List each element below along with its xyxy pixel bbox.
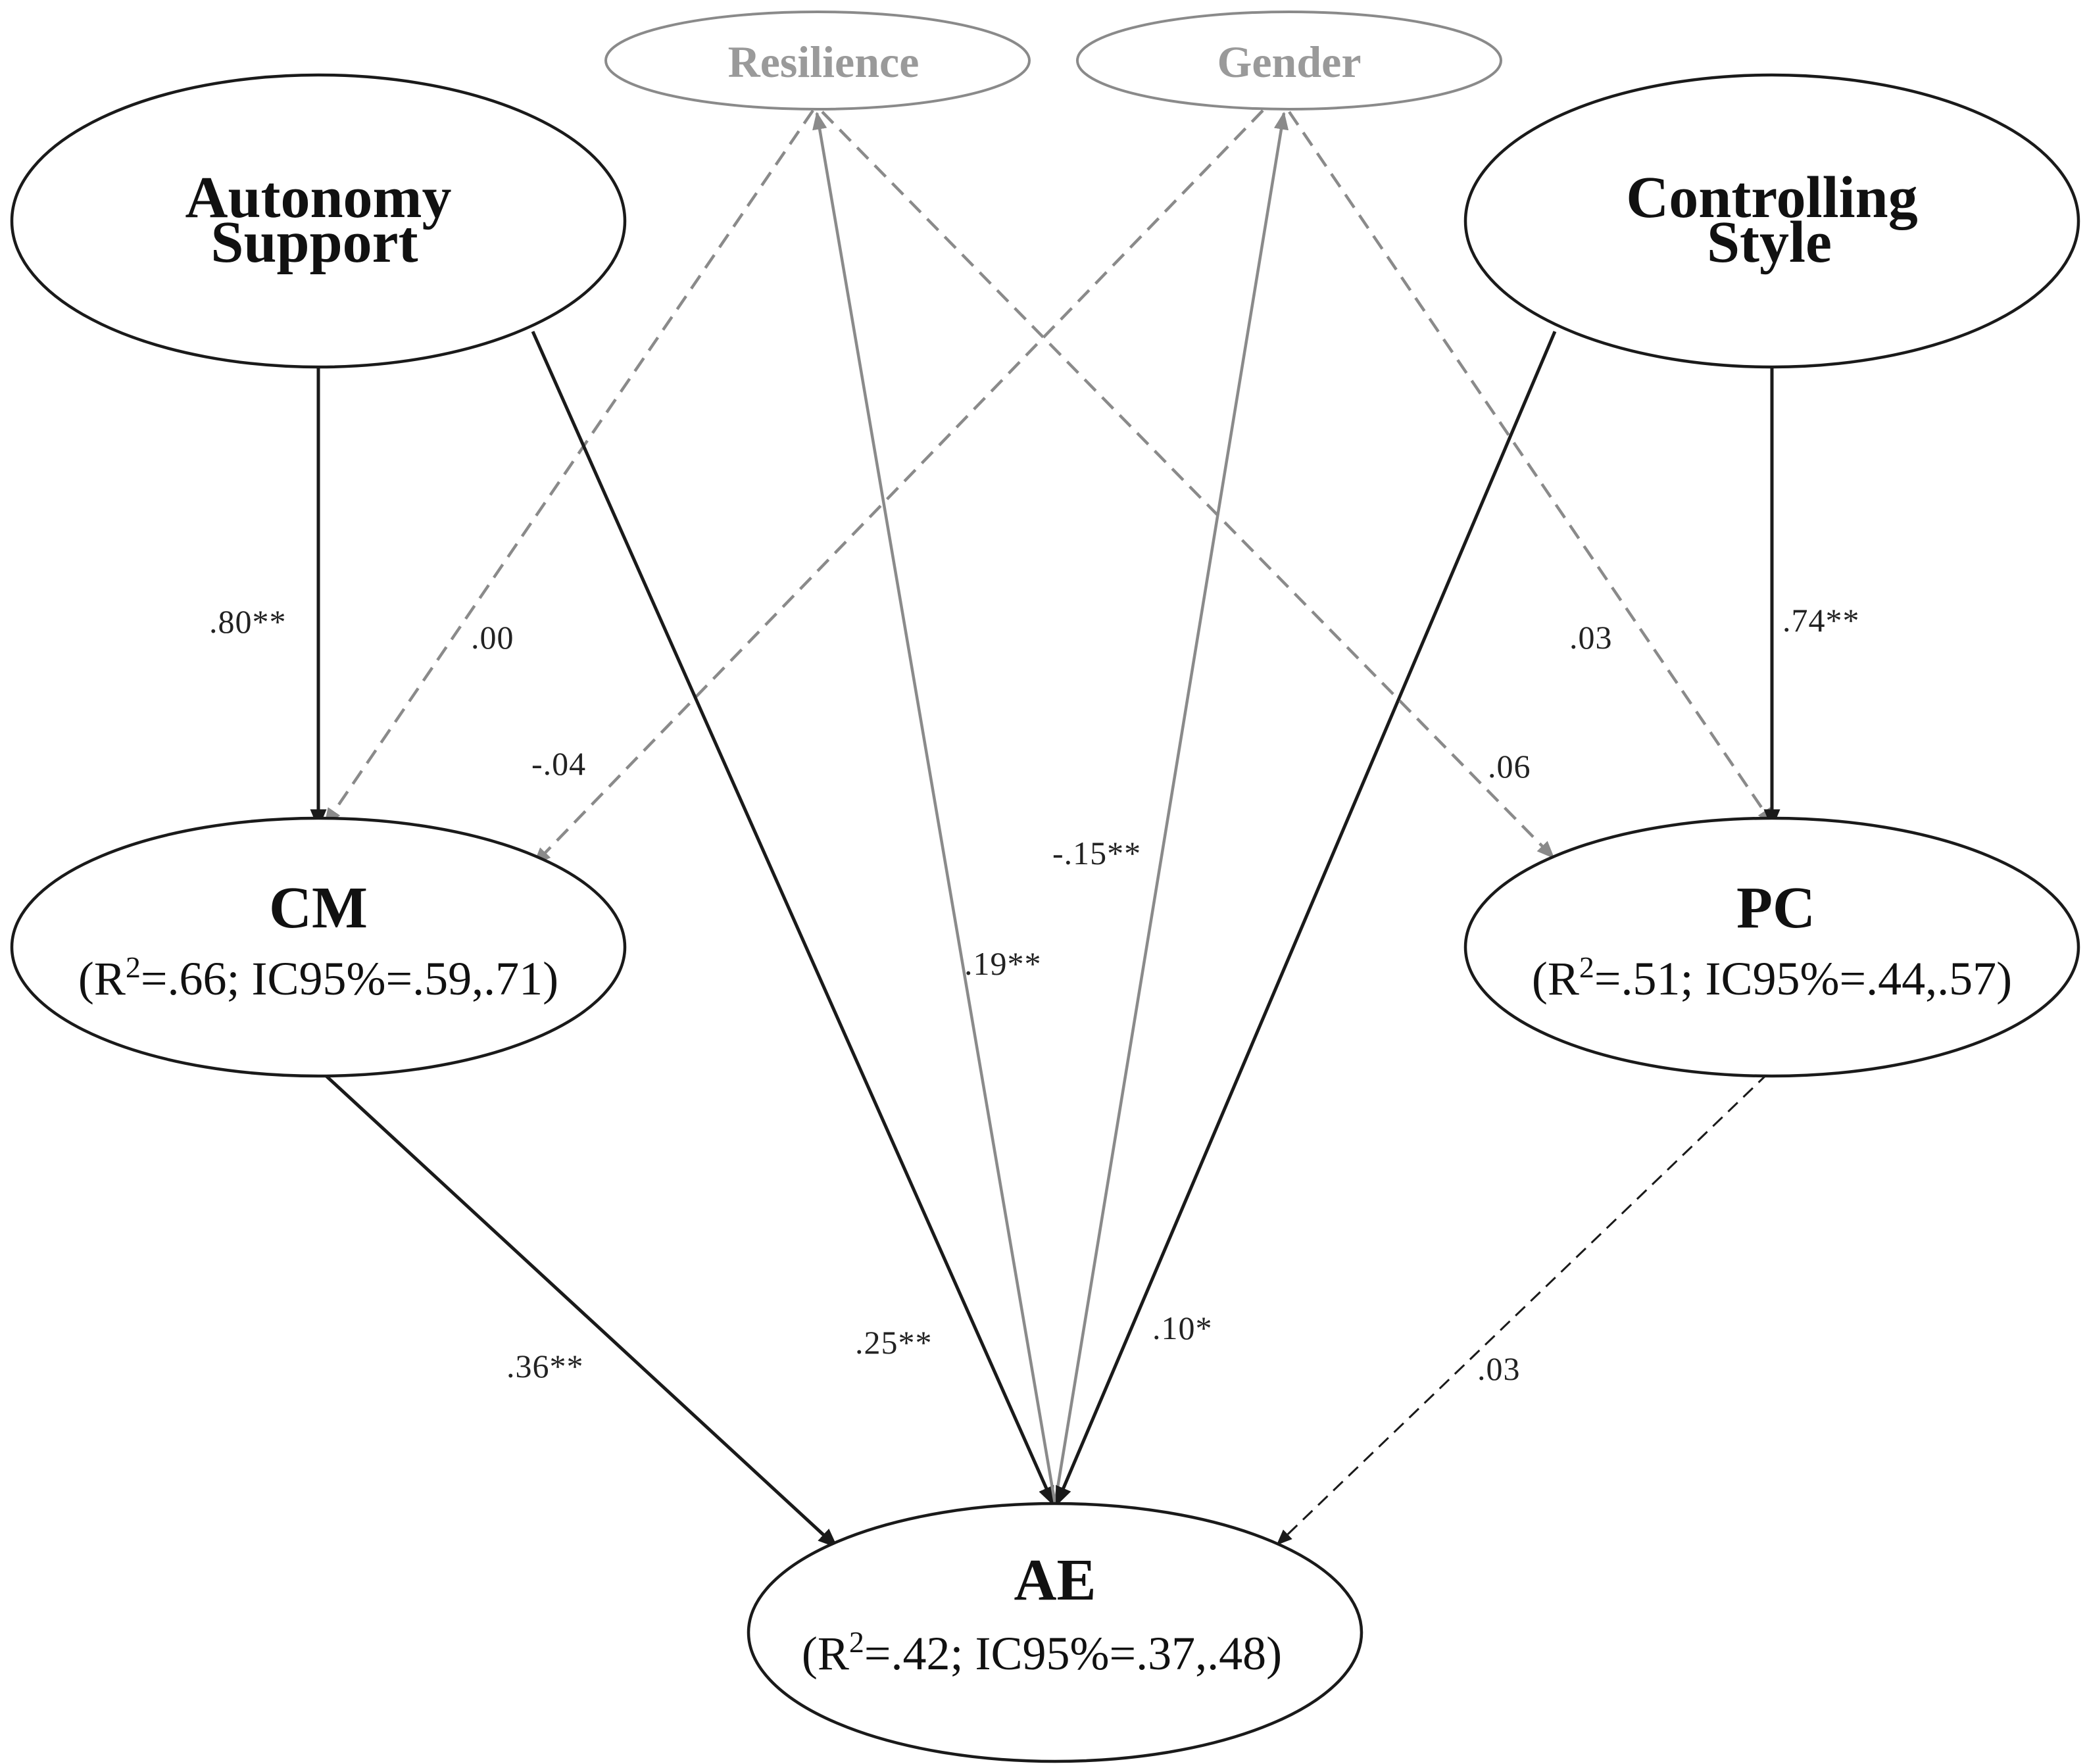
coef-resilience-to-pc: .06 xyxy=(1488,748,1531,785)
node-gender: Gender xyxy=(1076,11,1502,110)
node-autonomy-line1: Autonomy xyxy=(185,165,451,230)
node-cm-label: CM xyxy=(269,875,368,941)
node-pc-stat: (R2=.51; IC95%=.44,.57) xyxy=(1532,950,2012,1005)
coef-pc-to-ae: .03 xyxy=(1477,1350,1521,1387)
coef-resilience-to-cm: .00 xyxy=(471,619,514,656)
coef-autonomy-to-ae: .25** xyxy=(855,1324,933,1361)
coef-autonomy-to-cm: .80** xyxy=(209,603,287,640)
node-resilience-label: Resilience xyxy=(728,37,920,87)
node-autonomy-line2: Support xyxy=(210,210,418,275)
coef-controlling-to-pc: .74** xyxy=(1782,602,1860,639)
nodes-layer: Resilience Gender Autonomy Support Contr… xyxy=(10,11,2080,1763)
node-ae-stat: (R2=.42; IC95%=.37,.48) xyxy=(802,1625,1282,1680)
path-resilience-to-cm xyxy=(324,109,814,826)
coef-controlling-to-ae: .10* xyxy=(1152,1310,1213,1346)
coef-resilience-to-ae: .19** xyxy=(964,945,1042,982)
paths-layer xyxy=(310,109,1780,1548)
node-cm: CM (R2=.66; IC95%=.59,.71) xyxy=(10,816,627,1078)
path-gender-to-ae xyxy=(1044,111,1289,1521)
coef-gender-to-cm: -.04 xyxy=(531,745,586,782)
node-autonomy-support: Autonomy Support xyxy=(10,73,627,369)
node-controlling-line2: Style xyxy=(1707,210,1832,275)
node-pc: PC (R2=.51; IC95%=.44,.57) xyxy=(1463,816,2080,1078)
path-cm-to-ae xyxy=(325,1075,838,1548)
path-pc-to-ae xyxy=(1276,1072,1769,1546)
path-resilience-to-ae xyxy=(812,111,1066,1521)
node-controlling-style: Controlling Style xyxy=(1463,73,2080,369)
coef-gender-to-ae: -.15** xyxy=(1052,835,1141,871)
node-ae-label: AE xyxy=(1014,1548,1096,1613)
node-pc-label: PC xyxy=(1736,875,1815,941)
node-resilience: Resilience xyxy=(604,11,1031,110)
path-gender-to-pc xyxy=(1288,110,1775,826)
node-ae: AE (R2=.42; IC95%=.37,.48) xyxy=(747,1502,1363,1763)
coef-cm-to-ae: .36** xyxy=(506,1348,584,1384)
path-controlling-to-ae xyxy=(1054,331,1557,1507)
path-gender-to-cm xyxy=(533,109,1264,866)
node-controlling-line1: Controlling xyxy=(1626,165,1917,230)
coefficients-layer: .80** -.04 .00 .25** .19** -.15** .10* .… xyxy=(209,602,1860,1387)
node-cm-stat: (R2=.66; IC95%=.59,.71) xyxy=(78,950,558,1005)
node-gender-label: Gender xyxy=(1217,37,1361,87)
coef-gender-to-pc: .03 xyxy=(1569,619,1613,656)
path-resilience-to-pc xyxy=(821,110,1555,859)
